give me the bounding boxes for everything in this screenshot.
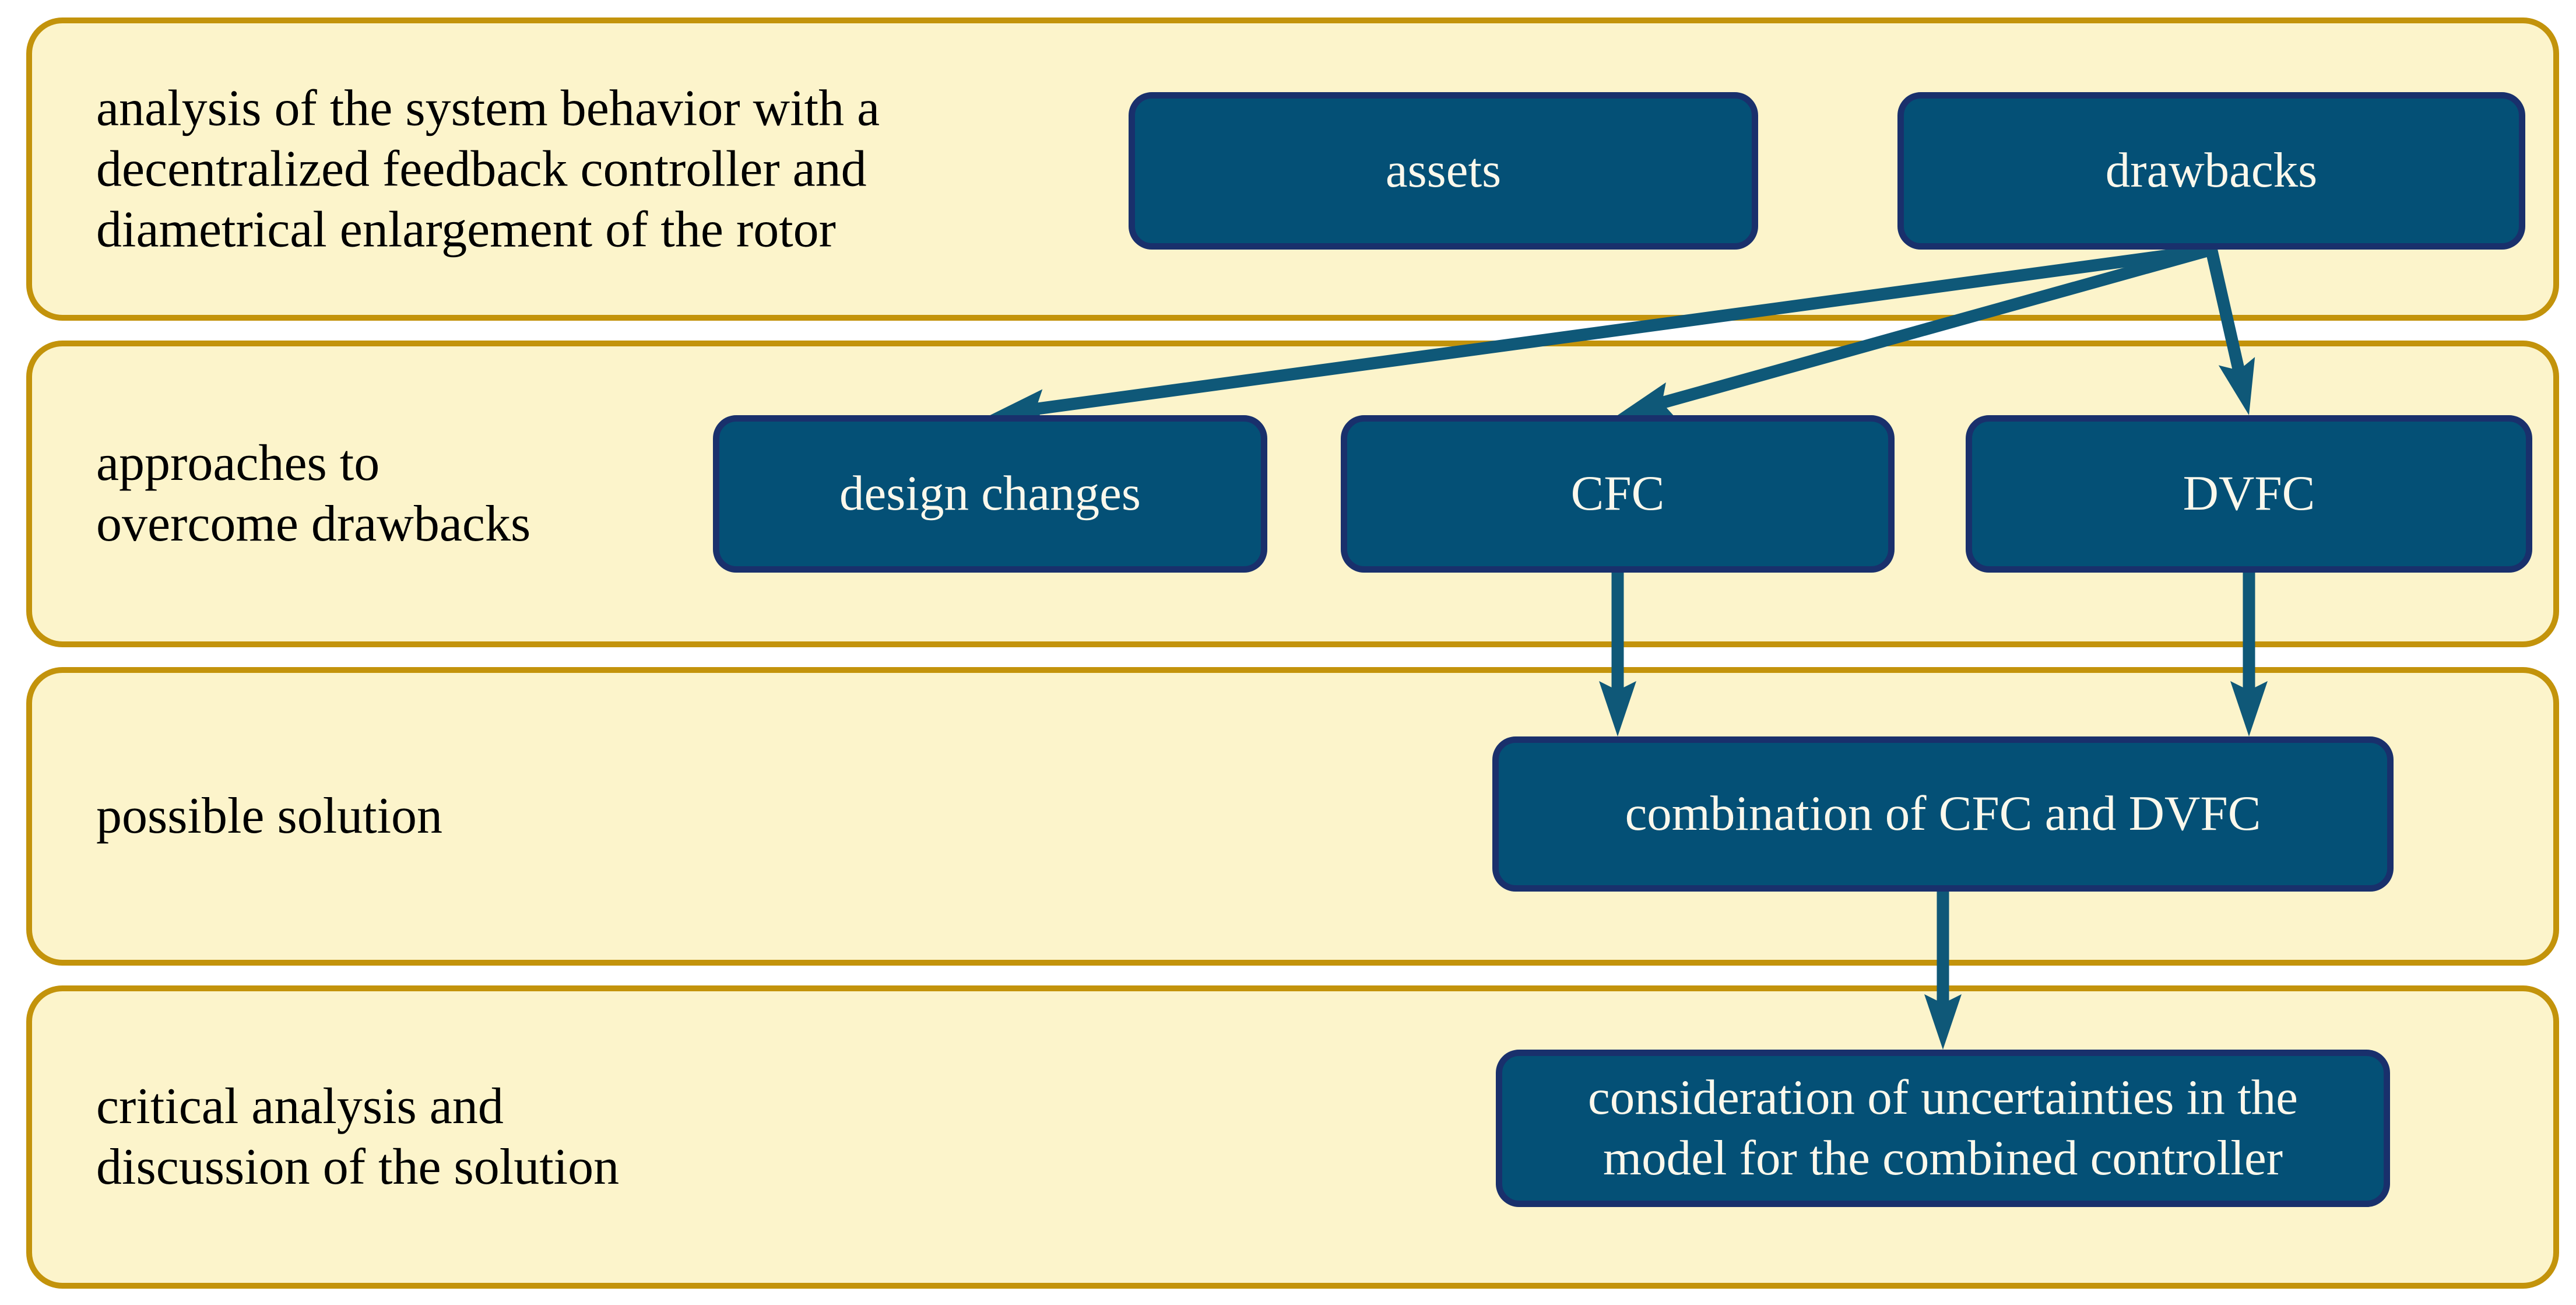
box-consideration: consideration of uncertainties in the mo… <box>1496 1050 2390 1207</box>
box-combination: combination of CFC and DVFC <box>1492 736 2394 892</box>
band-label-analysis: analysis of the system behavior with a d… <box>96 80 880 258</box>
band-label-approaches: approaches to overcome drawbacks <box>96 435 531 552</box>
box-drawbacks: drawbacks <box>1897 92 2525 250</box>
box-assets: assets <box>1129 92 1758 250</box>
band-label-solution: possible solution <box>96 788 443 845</box>
band-label-critical: critical analysis and discussion of the … <box>96 1078 620 1195</box>
box-dvfc: DVFC <box>1966 415 2532 573</box>
box-cfc: CFC <box>1341 415 1895 573</box>
box-design-changes: design changes <box>713 415 1267 573</box>
